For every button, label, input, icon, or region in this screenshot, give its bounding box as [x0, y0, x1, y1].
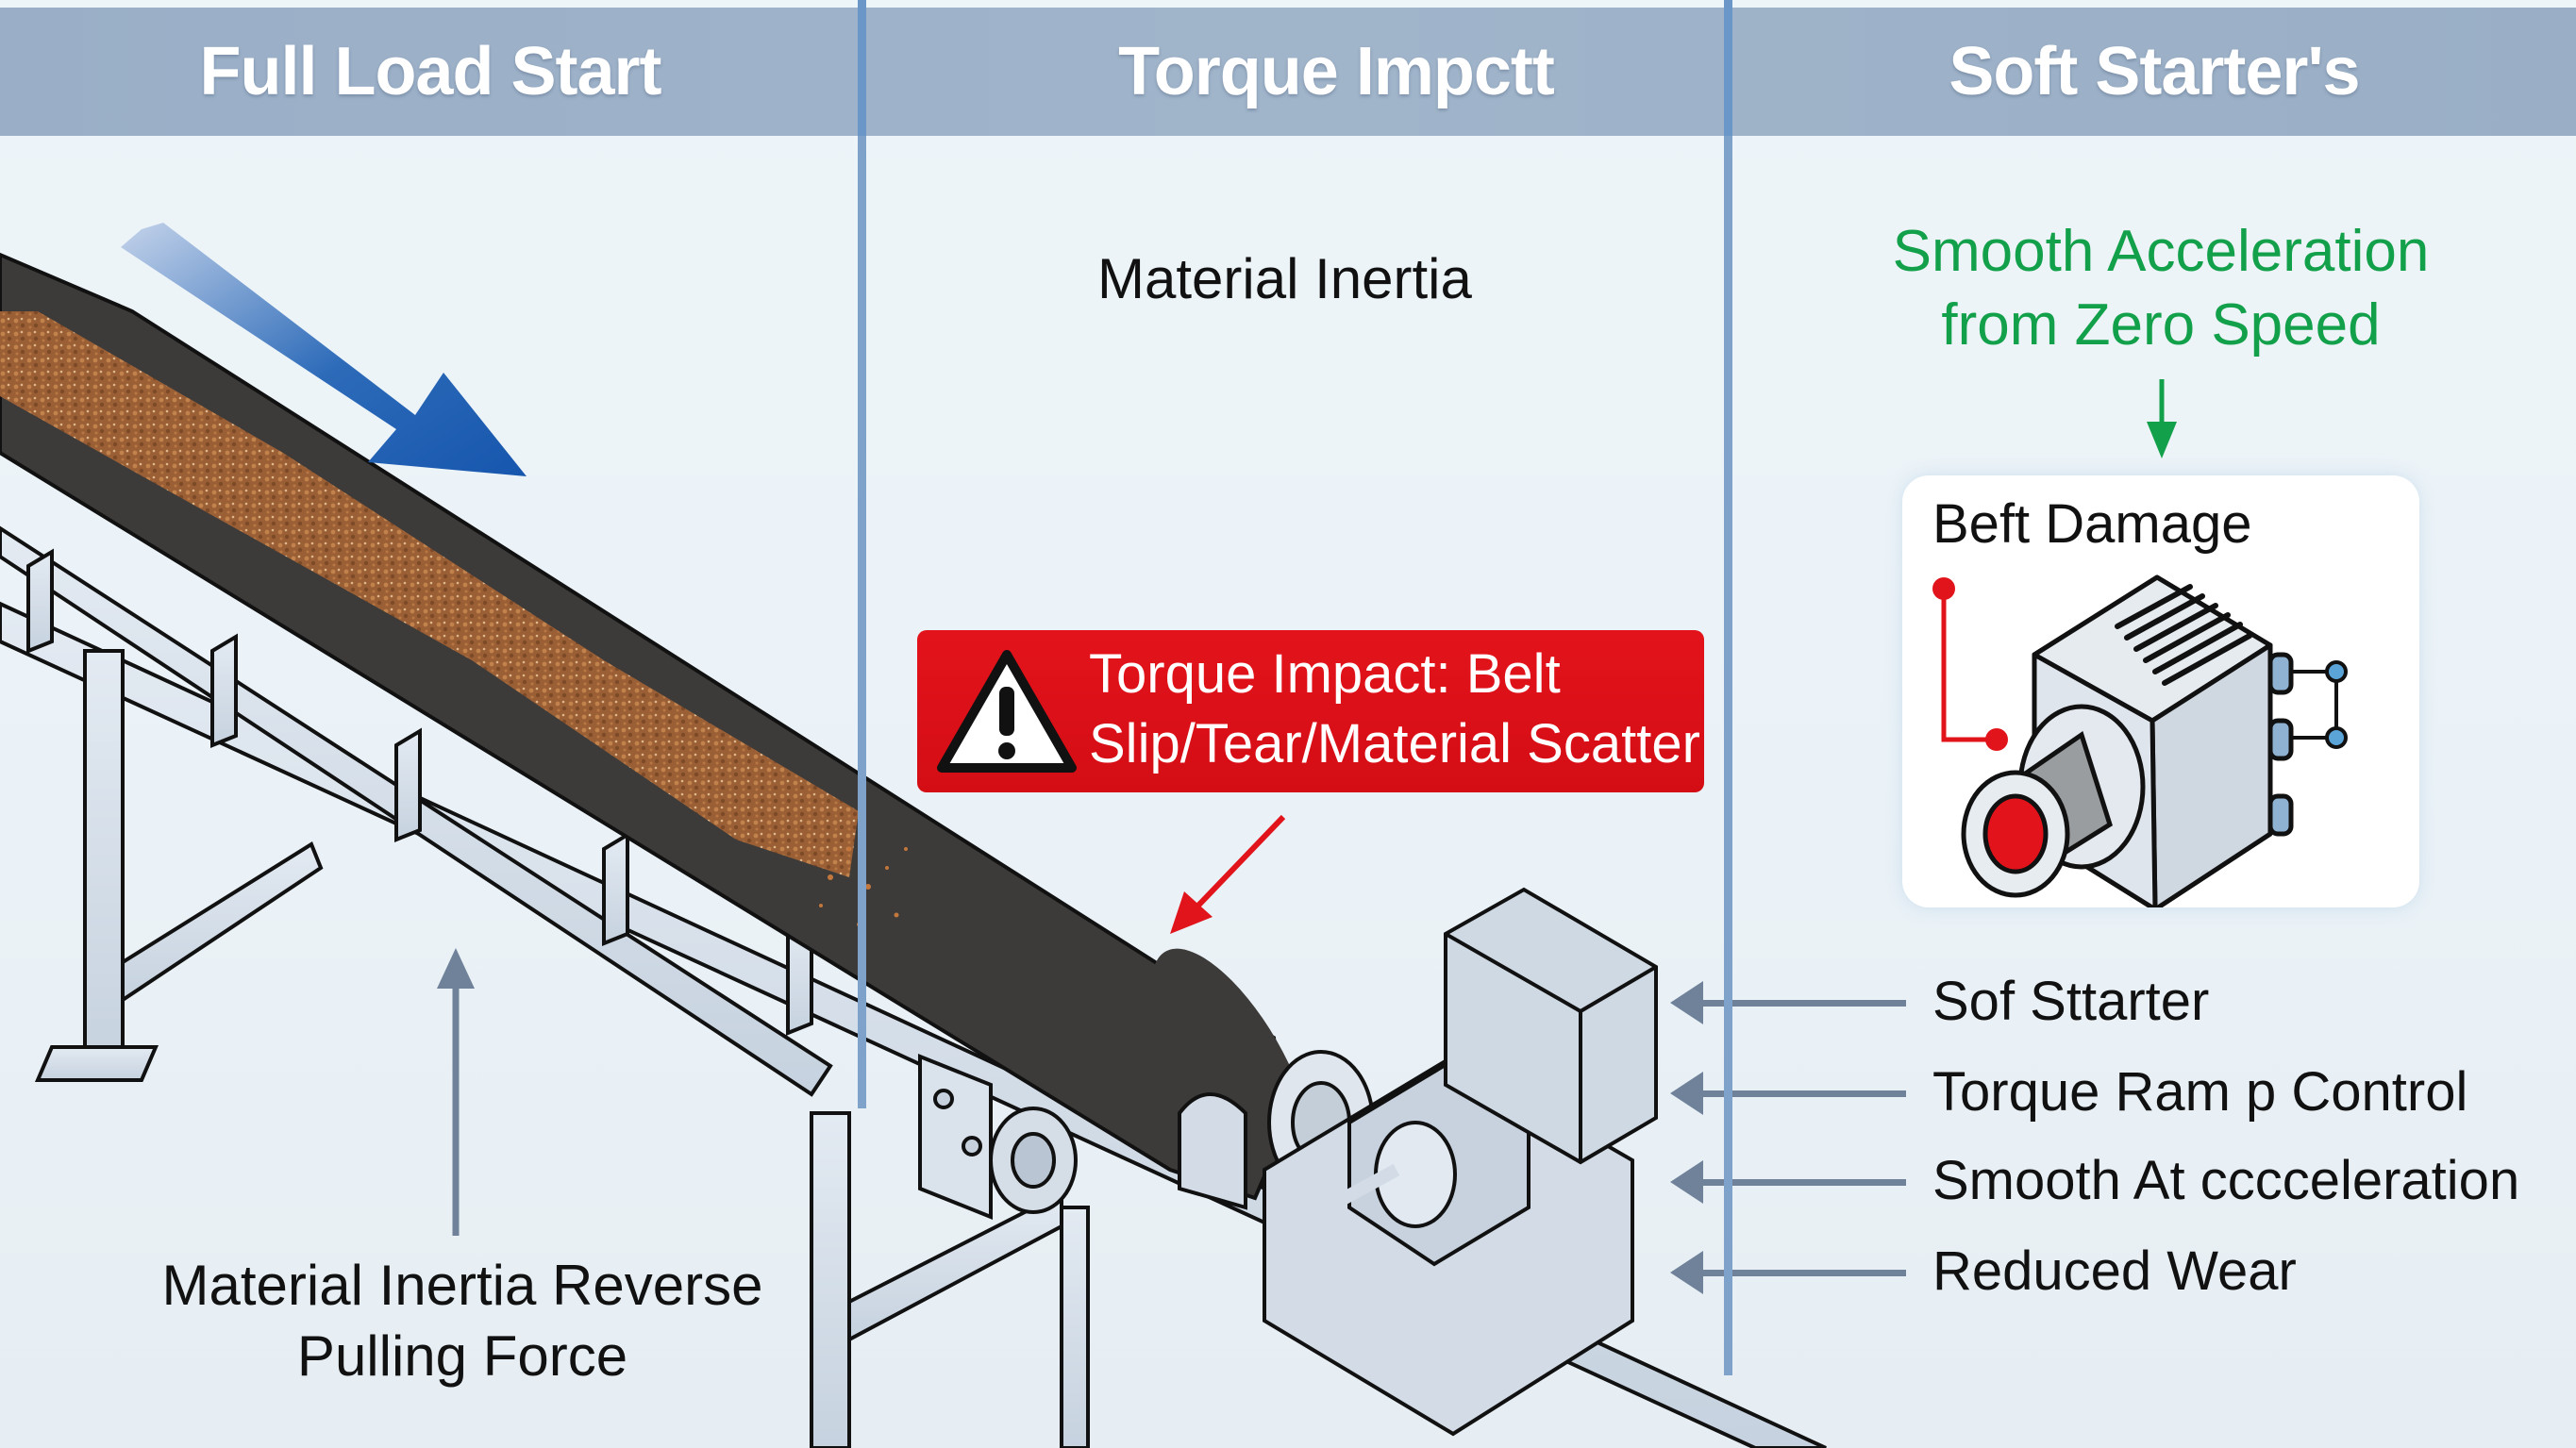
warning-text-line2: Slip/Tear/Material Scatter: [1089, 713, 1700, 774]
smooth-acceleration-line2: from Zero Speed: [1941, 292, 2381, 358]
head-pulley: [918, 1054, 1078, 1220]
column-divider-1: [858, 0, 866, 1108]
reverse-force-label: Material Inertia Reverse Pulling Force: [142, 1250, 783, 1391]
reverse-force-label-line1: Material Inertia Reverse: [161, 1254, 763, 1317]
drive-unit: [1178, 887, 1658, 1437]
column-divider-2: [1724, 0, 1732, 1375]
warning-callout: Torque Impact: Belt Slip/Tear/Material S…: [917, 630, 1704, 792]
header-soft-starter: Soft Starter's: [1949, 34, 2360, 109]
header-band: [0, 8, 2576, 136]
warning-triangle-icon: [937, 650, 1077, 773]
feature-smooth-acceleration: Smooth At cccceleration: [1932, 1150, 2520, 1211]
material-load: [0, 311, 859, 877]
smooth-acceleration-line1: Smooth Acceleration: [1892, 219, 2430, 284]
flow-direction-arrow: [121, 223, 527, 476]
green-down-arrow: [2147, 379, 2177, 458]
impact-pointer-arrow: [1170, 814, 1286, 934]
feature-torque-ramp-control: Torque Ram p Control: [1932, 1061, 2468, 1123]
scattered-material: [819, 846, 908, 926]
motor-icon: [1932, 574, 2348, 907]
feature-soft-starter: Sof Sttarter: [1932, 971, 2210, 1032]
motor-card: Beft Damage: [1902, 475, 2419, 907]
header-torque-impact: Torque Impctt: [1118, 34, 1555, 109]
feature-reduced-wear: Reduced Wear: [1932, 1240, 2297, 1302]
material-inertia-label: Material Inertia: [1097, 247, 1472, 310]
motor-card-title: Beft Damage: [1932, 493, 2252, 555]
reverse-force-arrow: [437, 948, 475, 1236]
reverse-force-label-line2: Pulling Force: [296, 1324, 628, 1388]
feature-arrows: [1670, 981, 1906, 1294]
warning-text-line1: Torque Impact: Belt: [1089, 643, 1561, 705]
warning-text: Torque Impact: Belt Slip/Tear/Material S…: [1089, 640, 1700, 779]
smooth-acceleration-note: Smooth Acceleration from Zero Speed: [1821, 215, 2501, 362]
header-full-load-start: Full Load Start: [199, 34, 662, 109]
